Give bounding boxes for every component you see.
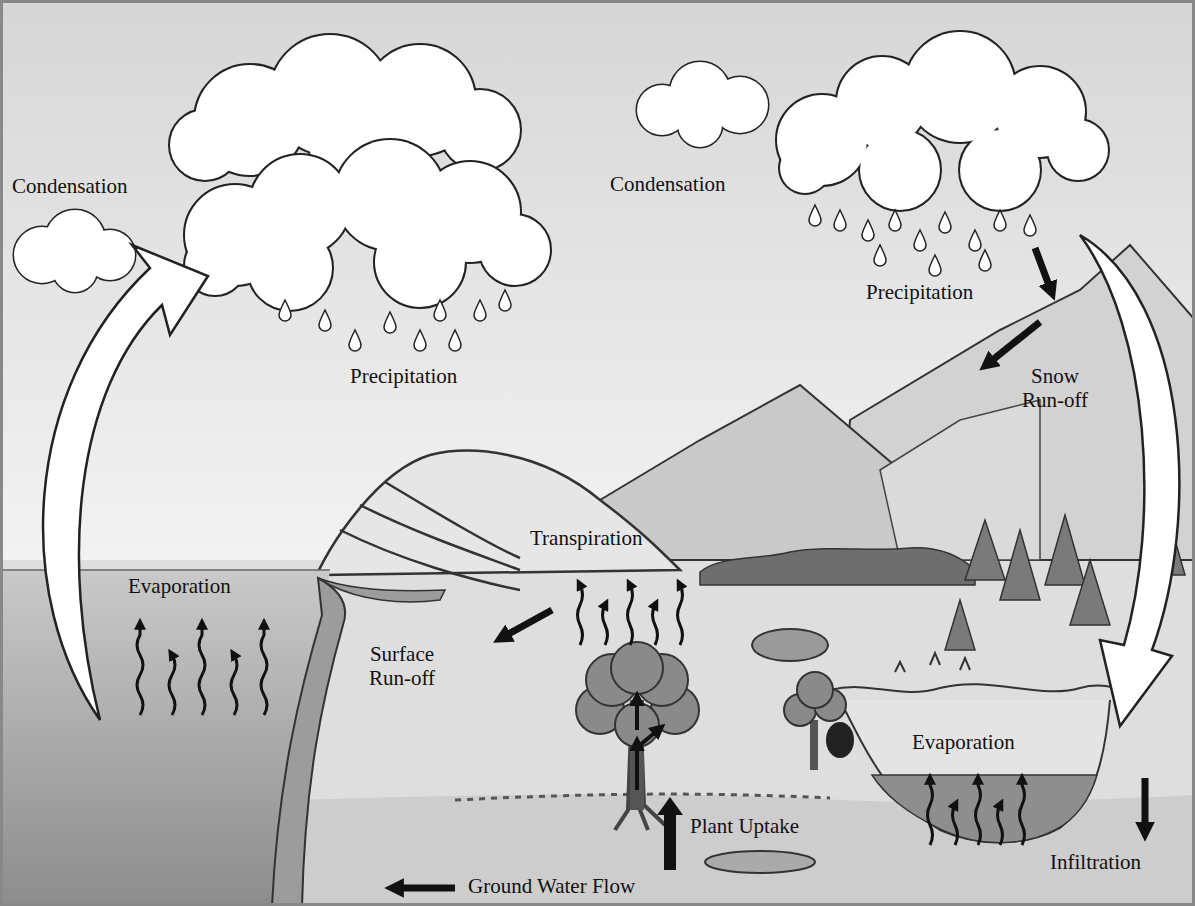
flow-arrows [398,248,1145,888]
cloud-fill [637,62,768,147]
process-label: Ground Water Flow [468,874,635,898]
river [272,578,345,906]
big-tree-crown [576,642,699,747]
process-label: Snow Run-off [1012,364,1098,412]
evaporation-arrows [928,780,1025,845]
treeline [700,548,975,585]
small-tree-crown [784,672,846,726]
process-label: Precipitation [866,280,973,304]
bush [752,629,828,661]
cloud-fill [185,140,550,310]
cloud [185,140,550,310]
lake-bank-contour [830,684,1140,692]
raindrops [279,205,1036,351]
process-label: Surface Run-off [356,642,448,690]
terraced-hill [310,451,680,590]
process-label: Condensation [12,174,128,198]
terrace-line [385,482,520,558]
cloud [777,32,1108,210]
evaporation-arrows [137,625,267,715]
tree-roots [615,700,665,830]
cloud [14,210,135,292]
process-label: Condensation [610,172,726,196]
sap-flow-arrows [637,700,658,790]
transpiration-arrows [578,585,683,645]
cloud-fill [777,32,1108,210]
tree-trunk [810,720,818,770]
river-upper [318,578,445,602]
rock [826,722,854,758]
lake-water [872,775,1097,843]
plant-uptake-arrow [657,797,683,870]
mountain-slope [880,400,1040,560]
cloud [637,62,768,147]
process-label: Precipitation [350,364,457,388]
cycle-arrow [1080,235,1179,726]
process-label: Evaporation [912,730,1015,754]
process-label: Infiltration [1050,850,1141,874]
process-label: Plant Uptake [690,814,799,838]
process-label: Evaporation [128,574,231,598]
cloud-fill [14,210,135,292]
land [0,560,1195,906]
cycle-arrow [43,245,208,720]
groundwater-pool [705,851,815,873]
process-label: Transpiration [530,526,642,550]
grass-tufts [895,653,970,672]
